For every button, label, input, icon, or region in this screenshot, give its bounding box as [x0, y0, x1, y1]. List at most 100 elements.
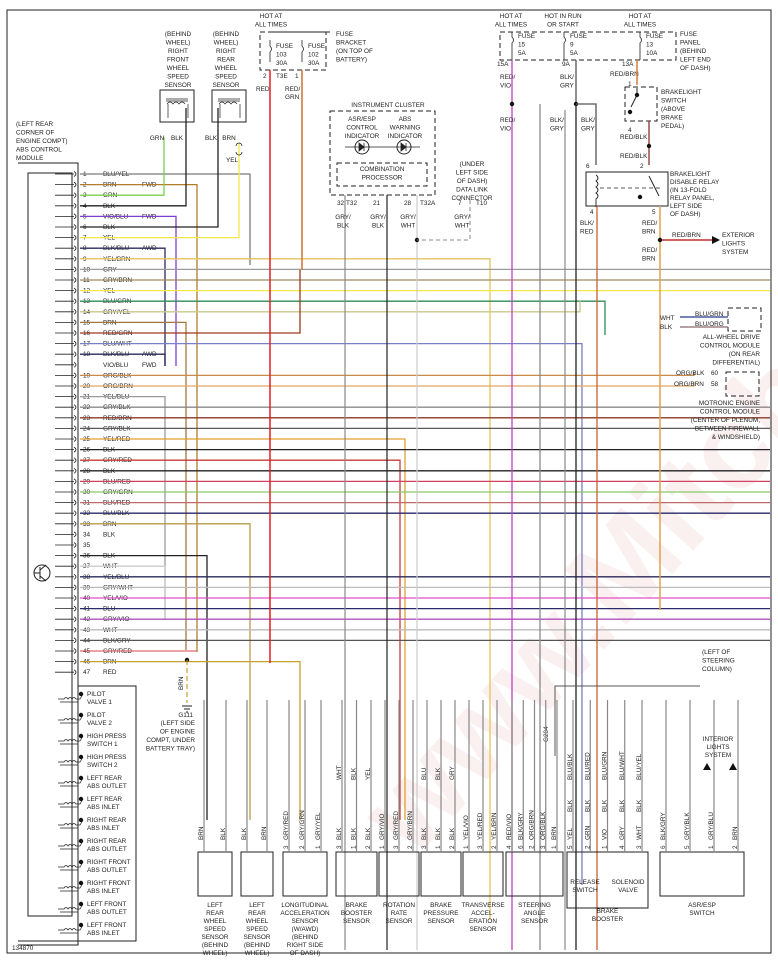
valve-terminal [78, 796, 84, 802]
wire-label: GRN [285, 94, 300, 101]
awd-module-label: CONTROL MODULE [700, 343, 760, 350]
pin-number: 3 [393, 845, 400, 849]
pin-number: 7 [458, 200, 462, 207]
wire-label: GRY/BLU [708, 812, 715, 840]
wire-label: VIO [602, 829, 609, 840]
pin-number: 21 [373, 200, 381, 207]
valve-label: HIGH PRESS [87, 733, 126, 740]
connector-icon [73, 595, 77, 601]
connector-icon [73, 637, 77, 644]
valve-label: RIGHT FRONT [87, 859, 131, 866]
rf-sensor-label: SENSOR [165, 82, 192, 89]
wire-label: BLK [171, 135, 184, 142]
hot-label: ALL TIMES [624, 22, 656, 29]
valve-label: ABS OUTLET [87, 846, 127, 853]
wire-label: RED/ [500, 117, 515, 124]
motronic-label: (CENTER OF PLENUM, [691, 417, 760, 424]
wire-label: GRY/ [335, 214, 351, 221]
wire-label: BLK/ [581, 117, 595, 124]
wire-label: BLK [365, 827, 372, 840]
component-label: SENSOR [521, 918, 548, 925]
brakelight-disable-relay [585, 171, 669, 207]
wire-label: RED/VIO [506, 814, 513, 840]
awd-control-module [727, 307, 762, 332]
component-label: ERATION [469, 918, 497, 925]
component-left-rear-wheel-speed-sensor-2 [240, 851, 274, 897]
wire-pin-6 [80, 108, 219, 228]
steering-column-label: (LEFT OF [702, 649, 730, 656]
connector-icon [73, 584, 77, 591]
rr-sensor-label: WHEEL) [214, 40, 239, 47]
valve-terminal [78, 733, 84, 739]
wire-label: GRY [449, 766, 456, 780]
wire-label: BLK [351, 827, 358, 840]
component-label: ANGLE [524, 910, 546, 917]
rr-sensor-label: WHEEL [215, 65, 238, 72]
valve-terminal [78, 712, 84, 718]
wire-label: RED/ [285, 86, 300, 93]
coil-icon [218, 98, 241, 118]
wire-label: BRN [642, 256, 656, 263]
indicator-label: CONTROL [346, 125, 378, 132]
pin-number: 1 [628, 81, 632, 88]
wire-label: GRY/ [370, 214, 386, 221]
wire-pin-8 [80, 247, 166, 366]
valve-label: ABS OUTLET [87, 909, 127, 916]
fuse-icon [639, 32, 642, 60]
rr-sensor-label: SPEED [215, 74, 237, 81]
wire-label: BLK/ [580, 220, 594, 227]
wire-label: GRY [550, 126, 564, 133]
connector-icon [73, 552, 77, 559]
pin-number: 4 [619, 845, 626, 849]
rf-sensor-label: SPEED [167, 74, 189, 81]
component-brake-booster-sensor [335, 851, 378, 897]
wire-label: ORG/BRN [529, 810, 536, 840]
valve-terminal [78, 838, 84, 844]
pin-number: 1 [463, 845, 470, 849]
connector-icon [73, 171, 77, 177]
solenoid-coil-icon [58, 693, 84, 700]
component-label: SENSOR [386, 918, 413, 925]
connector-icon [73, 436, 77, 442]
relay-label: OF DASH) [670, 211, 701, 218]
pin-number: 1 [295, 73, 299, 80]
connector-icon [73, 192, 77, 199]
abs-module-body [18, 162, 79, 946]
connector-icon [73, 616, 77, 623]
component-label: STEERING [518, 902, 551, 909]
connector-icon [73, 605, 77, 612]
splice-dot [657, 237, 663, 243]
brakelight-switch-label: PEDAL) [661, 123, 684, 130]
connector-icon [73, 383, 77, 389]
motronic-label: CONTROL MODULE [700, 409, 760, 416]
valve-label: LEFT REAR [87, 796, 122, 803]
solenoid-coil-icon [58, 840, 84, 847]
wire-pin-7 [80, 143, 240, 239]
indicator-label: INDICATOR [388, 133, 423, 140]
valve-label: RIGHT FRONT [87, 880, 131, 887]
motronic-label: MOTRONIC ENGINE [699, 400, 760, 407]
component-label: (BEHIND [202, 942, 229, 949]
fuse-icon [563, 32, 566, 60]
pin-number: 60 [711, 370, 719, 377]
wire-label: YEL [226, 157, 239, 164]
component-label: RATE [391, 910, 408, 917]
component-label: REAR [206, 910, 224, 917]
connector-icon [73, 361, 77, 368]
valve-terminal [78, 754, 84, 760]
component-label: BOOSTER [592, 916, 624, 923]
wire-label: BLK/GRY [660, 812, 667, 840]
fuse-bracket-label: BRACKET [336, 40, 366, 47]
connector-icon [73, 499, 77, 506]
cluster-title: INSTRUMENT CLUSTER [351, 102, 425, 109]
connector-icon [73, 298, 77, 305]
wire-label: BLU/GRN [695, 311, 724, 318]
diagram-id: 134870 [12, 945, 34, 952]
wire-label: RED/BLK [620, 153, 648, 160]
wire-label: BLK/GRY [517, 812, 524, 840]
wire-label: BLK [421, 827, 428, 840]
hot-label: ALL TIMES [495, 22, 527, 29]
wire-label: BLK [336, 827, 343, 840]
component-label: SENSOR [428, 918, 455, 925]
wire-label: GRY/BLK [684, 812, 691, 840]
